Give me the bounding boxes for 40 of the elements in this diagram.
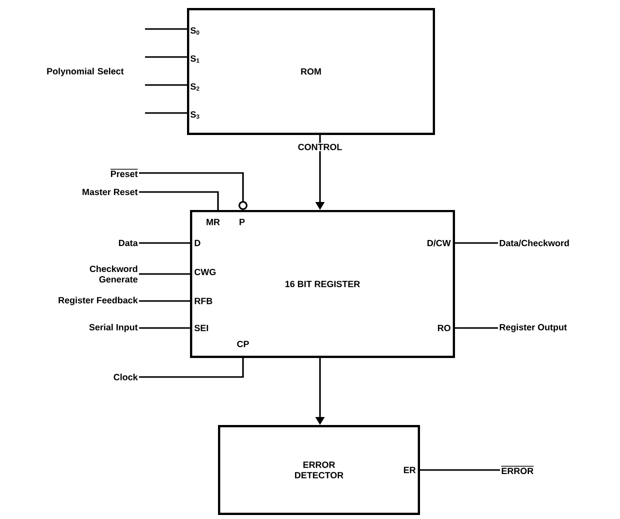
signal-line bbox=[455, 242, 498, 244]
signal-line bbox=[139, 273, 190, 275]
signal-label: Checkword Generate bbox=[90, 265, 138, 283]
signal-line bbox=[139, 327, 190, 329]
signal-line bbox=[139, 358, 244, 378]
signal-line bbox=[145, 56, 187, 58]
signal-line bbox=[420, 469, 500, 471]
signal-label: ERROR bbox=[500, 466, 534, 474]
pin-label: RO bbox=[438, 324, 450, 332]
signal-line bbox=[139, 191, 219, 210]
signal-line bbox=[139, 242, 190, 244]
signal-line bbox=[455, 327, 498, 329]
signal-label: Master Reset bbox=[82, 188, 138, 196]
pin-label: RFB bbox=[194, 298, 212, 304]
pin-label: D/CW bbox=[428, 240, 451, 246]
signal-label: Serial Input bbox=[89, 324, 138, 332]
pin-label: ER bbox=[404, 466, 416, 474]
signal-line bbox=[145, 28, 187, 30]
signal-label: Data bbox=[118, 240, 138, 246]
pin-label: S$_{0}$ bbox=[190, 27, 200, 35]
signal-line bbox=[145, 112, 187, 114]
signal-label: Data/Checkword bbox=[500, 240, 569, 246]
pin-label: S$_{1}$ bbox=[190, 55, 200, 63]
group-label: Polynomial Select bbox=[47, 68, 124, 76]
pin-label: S$_{2}$ bbox=[190, 83, 200, 91]
pin-label: CP bbox=[237, 340, 249, 348]
pin-label: SEI bbox=[194, 324, 208, 332]
pin-label: P bbox=[240, 218, 245, 226]
signal-line bbox=[139, 172, 248, 210]
pin-label: CWG bbox=[194, 268, 216, 276]
pin-label: D bbox=[194, 240, 200, 246]
signal-label: Preset bbox=[110, 168, 138, 178]
signal-label: Register Feedback bbox=[58, 296, 138, 306]
signal-label: Clock bbox=[114, 374, 138, 380]
signal-line bbox=[145, 84, 187, 86]
signal-line bbox=[139, 300, 190, 302]
pin-label: MR bbox=[206, 218, 220, 226]
signal-label: Register Output bbox=[500, 324, 567, 332]
edge-label: CONTROL bbox=[296, 142, 344, 152]
pin-label: S$_{3}$ bbox=[190, 111, 200, 119]
